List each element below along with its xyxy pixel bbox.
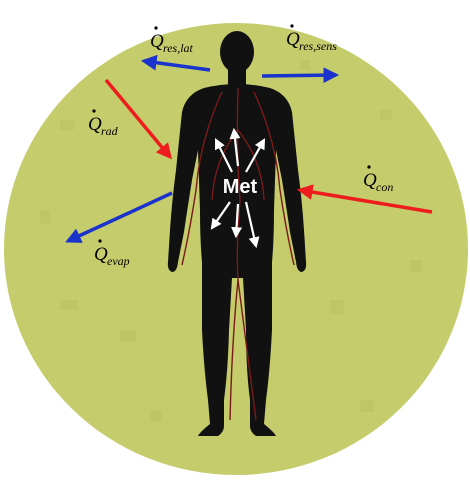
svg-text:res,sens: res,sens [299,39,337,53]
svg-text:Q: Q [88,114,102,135]
svg-text:res,lat: res,lat [163,41,194,55]
svg-text:Q: Q [363,170,377,191]
metabolism-label: Met [223,176,258,198]
svg-text:Q: Q [94,244,108,265]
svg-text:Q: Q [286,29,300,50]
svg-text:rad: rad [101,124,119,138]
svg-text:Q: Q [150,31,164,52]
label-res-sens: Q res,sens [286,24,337,53]
res-sens-arrow [262,75,336,76]
svg-text:evap: evap [107,254,130,268]
svg-text:con: con [376,180,393,194]
